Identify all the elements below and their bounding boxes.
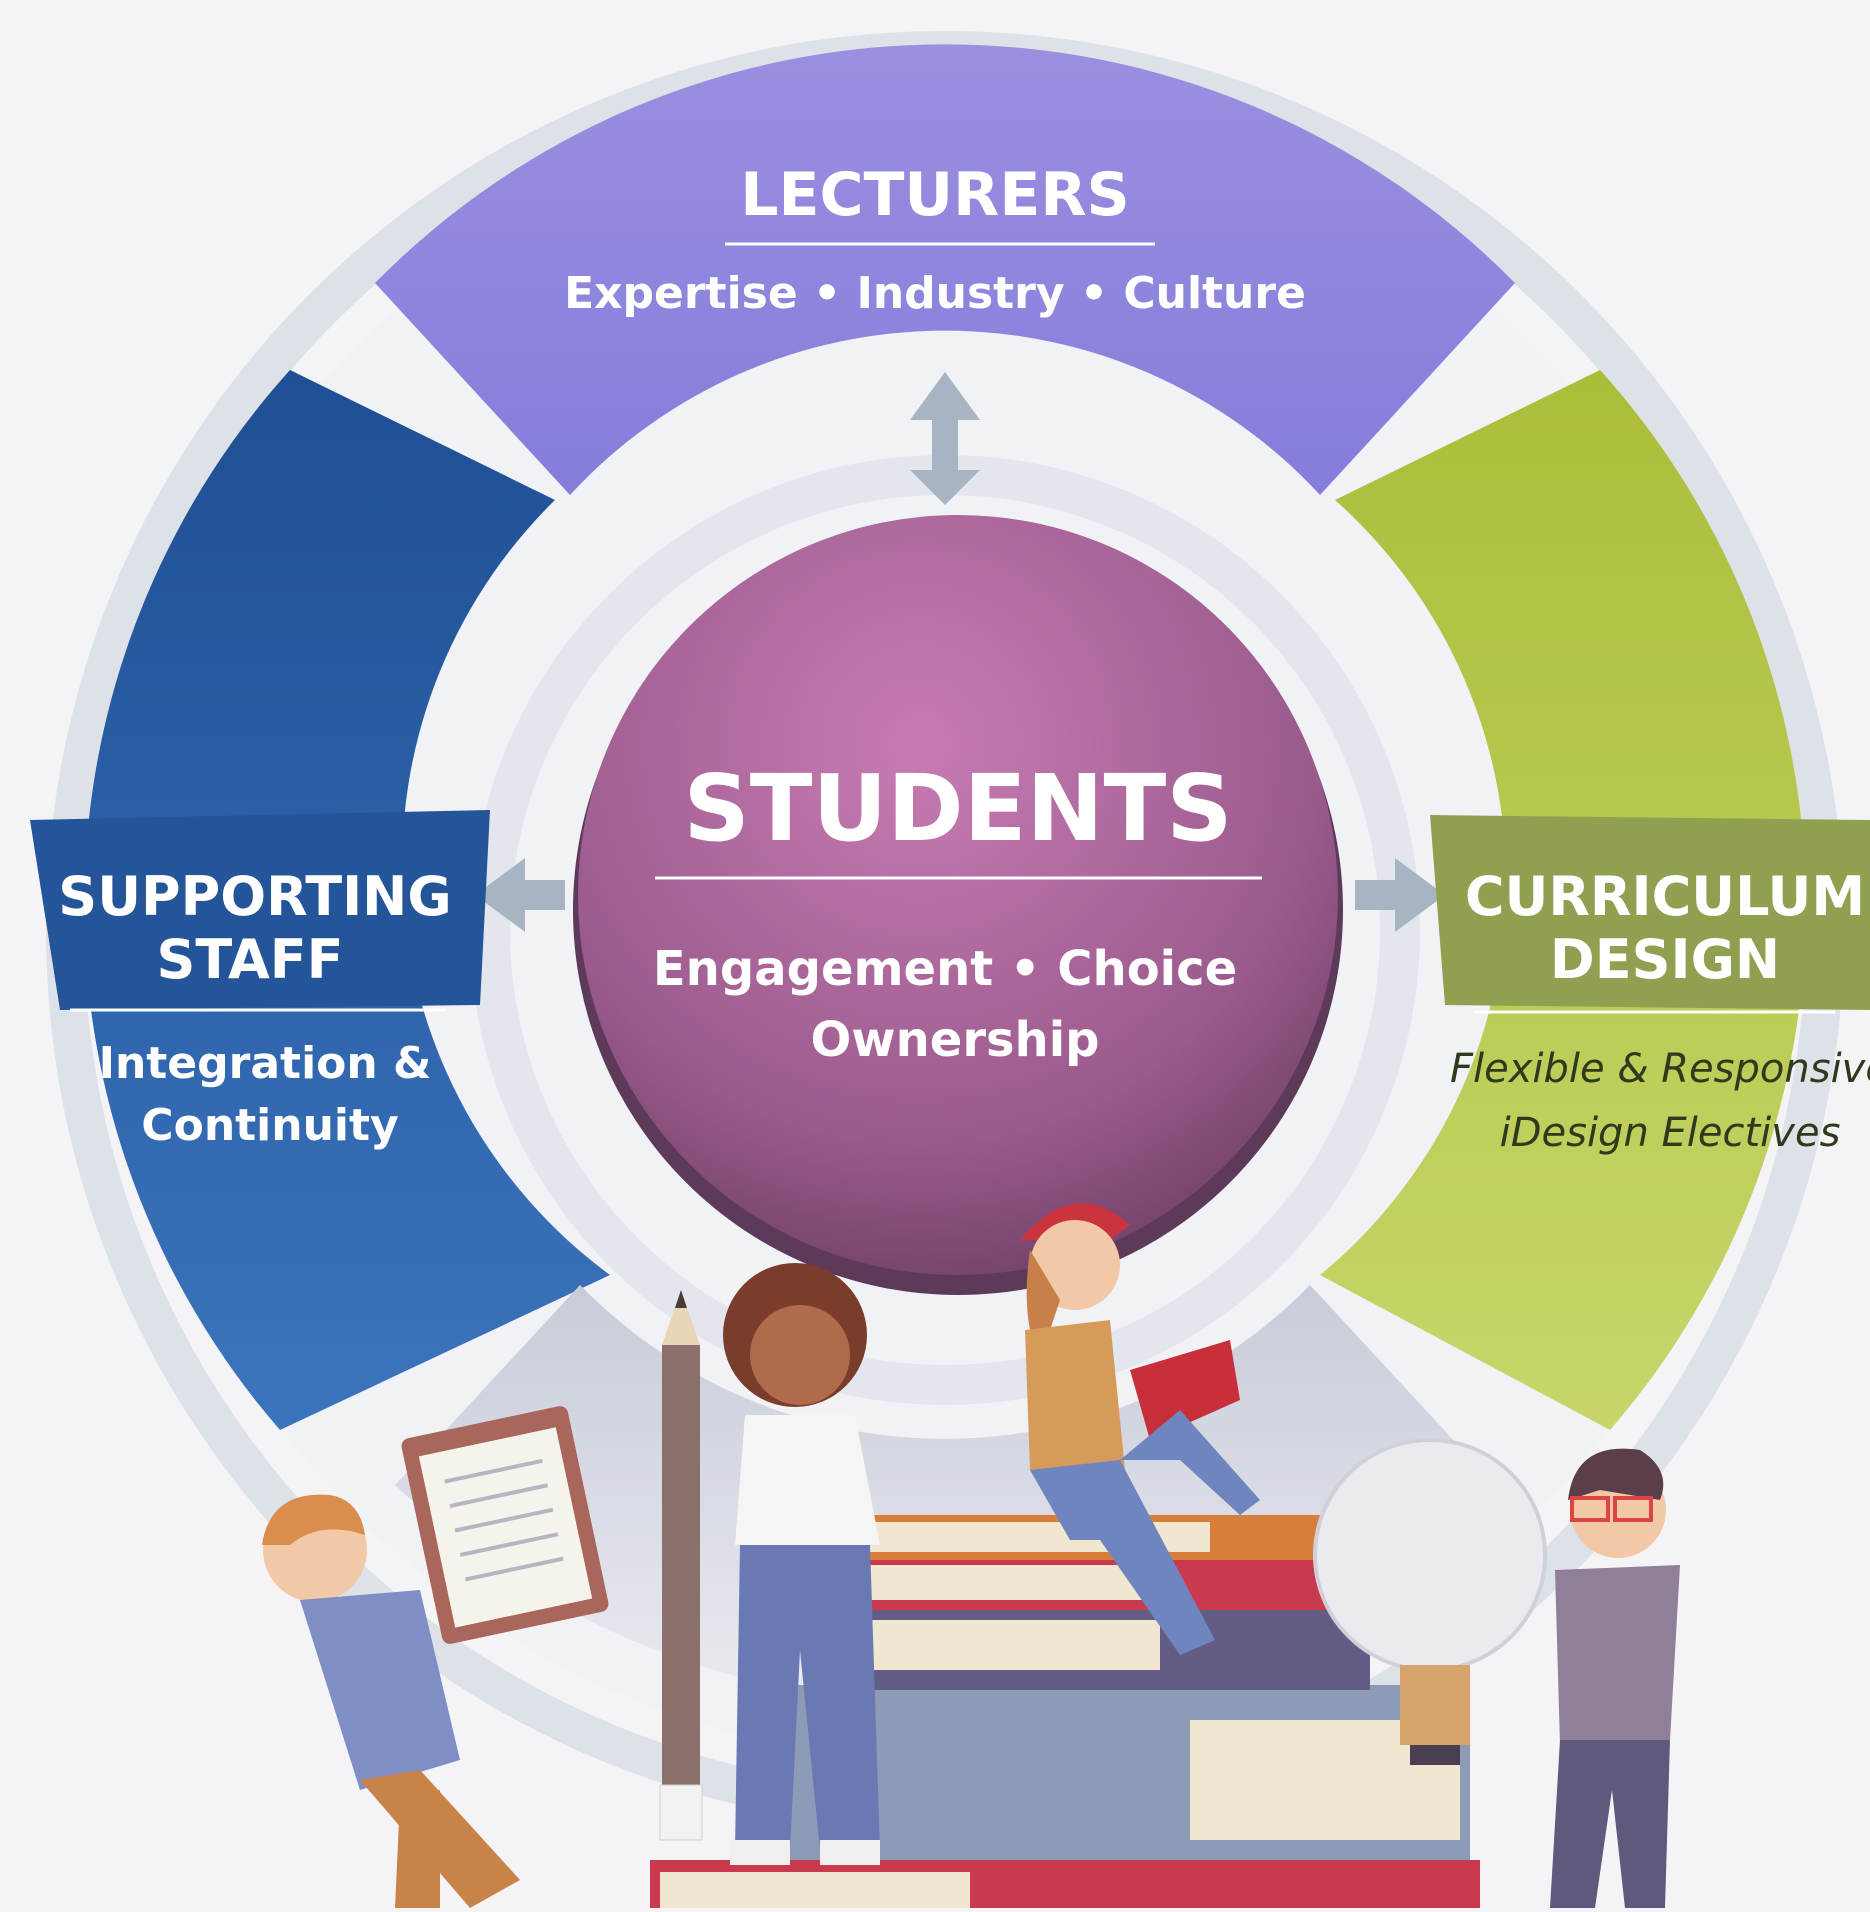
students-circle xyxy=(578,515,1338,1275)
lecturers-title: LECTURERS xyxy=(740,160,1130,230)
students-line-2: Ownership xyxy=(810,1012,1099,1068)
curriculum-design-sub-2: iDesign Electives xyxy=(1500,1110,1841,1156)
person-lightbulb-illustration xyxy=(1313,1438,1680,1908)
lecturers-segment xyxy=(375,44,1515,495)
supporting-staff-sub-2: Continuity xyxy=(141,1100,398,1151)
person-reading-illustration xyxy=(1020,1203,1260,1655)
curriculum-design-title-2: DESIGN xyxy=(1550,928,1780,991)
supporting-staff-sub-1: Integration & xyxy=(99,1038,432,1089)
students-line-1: Engagement • Choice xyxy=(653,941,1237,997)
arrow-right-icon xyxy=(1355,858,1445,932)
lecturers-subtitle: Expertise • Industry • Culture xyxy=(564,268,1306,319)
pencil-illustration xyxy=(659,1290,703,1841)
arrow-left-icon xyxy=(475,858,565,932)
curriculum-design-sub-1: Flexible & Responsive xyxy=(1450,1046,1870,1092)
person-clipboard-illustration xyxy=(262,1406,609,1908)
supporting-staff-tab xyxy=(30,810,490,1010)
students-title: STUDENTS xyxy=(684,755,1233,862)
supporting-staff-title-2: STAFF xyxy=(156,928,343,991)
arrow-up-down-icon xyxy=(910,372,980,505)
person-center-illustration xyxy=(723,1263,880,1865)
curriculum-design-title-1: CURRICULUM xyxy=(1465,865,1865,928)
curriculum-design-tab xyxy=(1430,815,1870,1010)
supporting-staff-title-1: SUPPORTING xyxy=(58,865,451,928)
